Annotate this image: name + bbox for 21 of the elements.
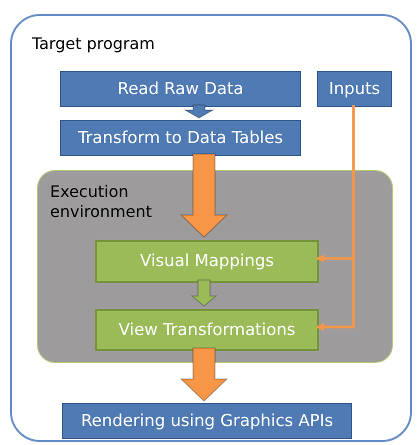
process-box bbox=[60, 71, 301, 107]
block-arrow bbox=[190, 280, 218, 307]
group-title: Execution environment bbox=[50, 182, 153, 222]
box-label: Visual Mappings bbox=[140, 250, 274, 272]
group-title: Target program bbox=[32, 33, 155, 55]
block-arrow bbox=[183, 104, 215, 119]
box-label: Transform to Data Tables bbox=[78, 126, 284, 149]
process-box bbox=[95, 309, 319, 351]
box-label: Rendering using Graphics APIs bbox=[80, 410, 334, 432]
process-box bbox=[95, 240, 319, 283]
process-box bbox=[317, 71, 392, 107]
environment-panel bbox=[37, 170, 393, 363]
box-label: Read Raw Data bbox=[117, 78, 244, 100]
box-label: Inputs bbox=[328, 78, 380, 100]
block-arrow bbox=[180, 348, 228, 402]
process-box bbox=[60, 120, 301, 156]
arrow bbox=[316, 105, 355, 331]
program-frame bbox=[10, 14, 412, 442]
process-box bbox=[62, 403, 352, 439]
block-arrow bbox=[180, 154, 228, 238]
box-label: View Transformations bbox=[118, 318, 296, 341]
